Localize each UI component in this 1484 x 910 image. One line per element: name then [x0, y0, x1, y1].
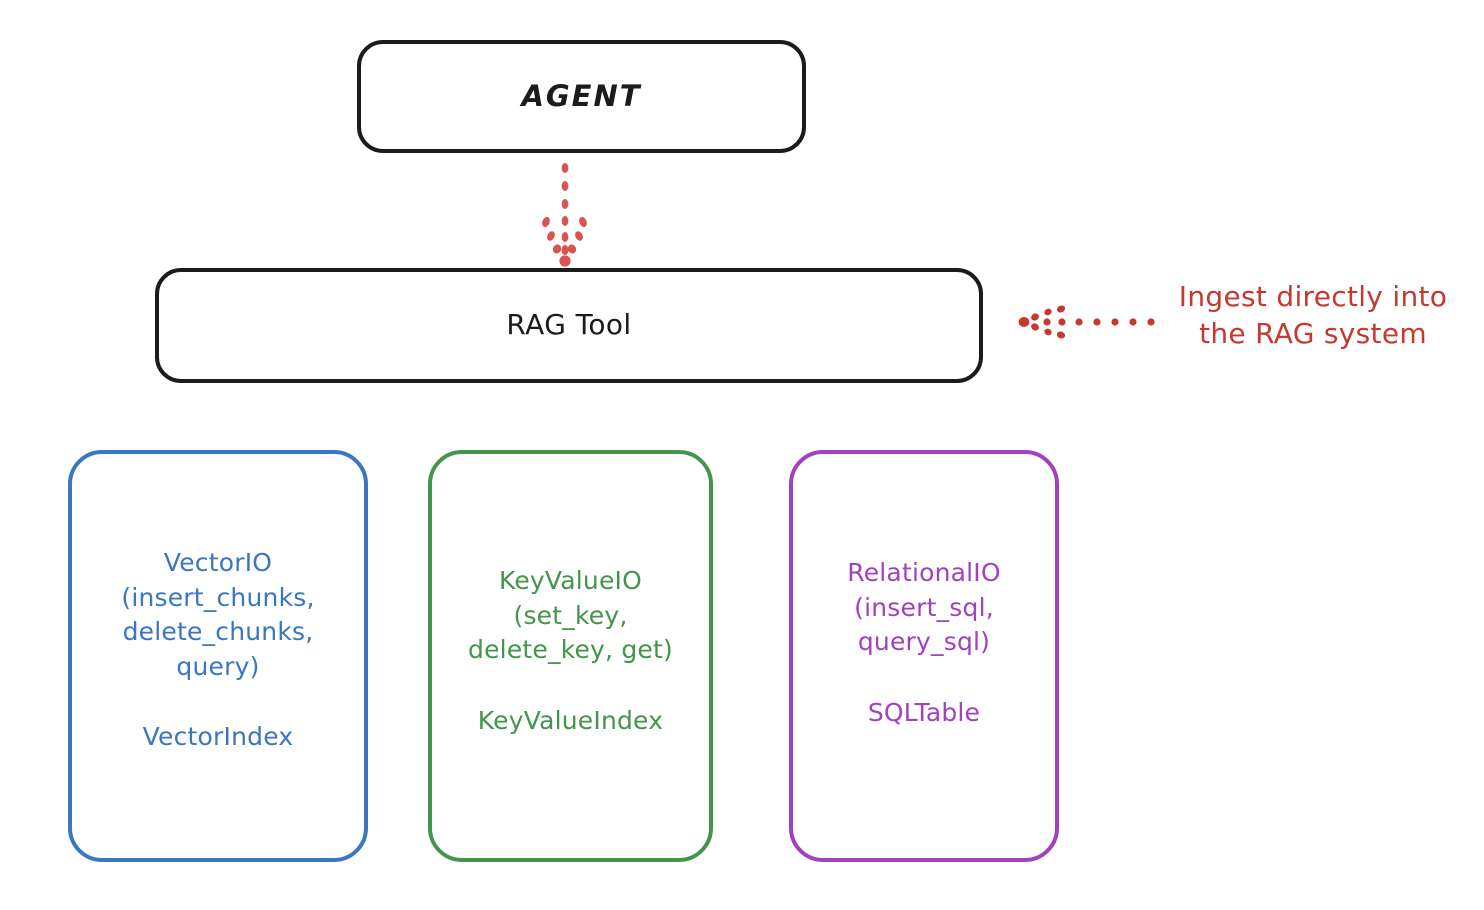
node-rag-tool-label: RAG Tool [506, 308, 632, 342]
node-key-value-io-label: KeyValueIO (set_key, delete_key, get) [468, 566, 673, 664]
ingest-annotation-text: Ingest directly into the RAG system [1178, 280, 1448, 351]
dotted-arrow-down-icon [542, 163, 587, 267]
node-relational-io-sublabel: SQLTable [867, 697, 981, 727]
node-relational-io[interactable]: RelationalIO (insert_sql, query_sql) SQL… [789, 450, 1059, 862]
node-key-value-io[interactable]: KeyValueIO (set_key, delete_key, get) Ke… [428, 450, 713, 862]
node-rag-tool[interactable]: RAG Tool [155, 268, 983, 383]
node-vector-io-sublabel: VectorIndex [142, 722, 294, 751]
node-agent[interactable]: AGENT [357, 40, 806, 153]
node-vector-io-label: VectorIO (insert_chunks, delete_chunks, … [121, 548, 315, 681]
node-agent-label: AGENT [521, 78, 642, 113]
node-relational-io-label: RelationalIO (insert_sql, query_sql) [847, 558, 1001, 656]
node-vector-io[interactable]: VectorIO (insert_chunks, delete_chunks, … [68, 450, 368, 862]
node-key-value-io-sublabel: KeyValueIndex [477, 705, 664, 735]
dotted-arrow-left-icon [1018, 305, 1155, 339]
